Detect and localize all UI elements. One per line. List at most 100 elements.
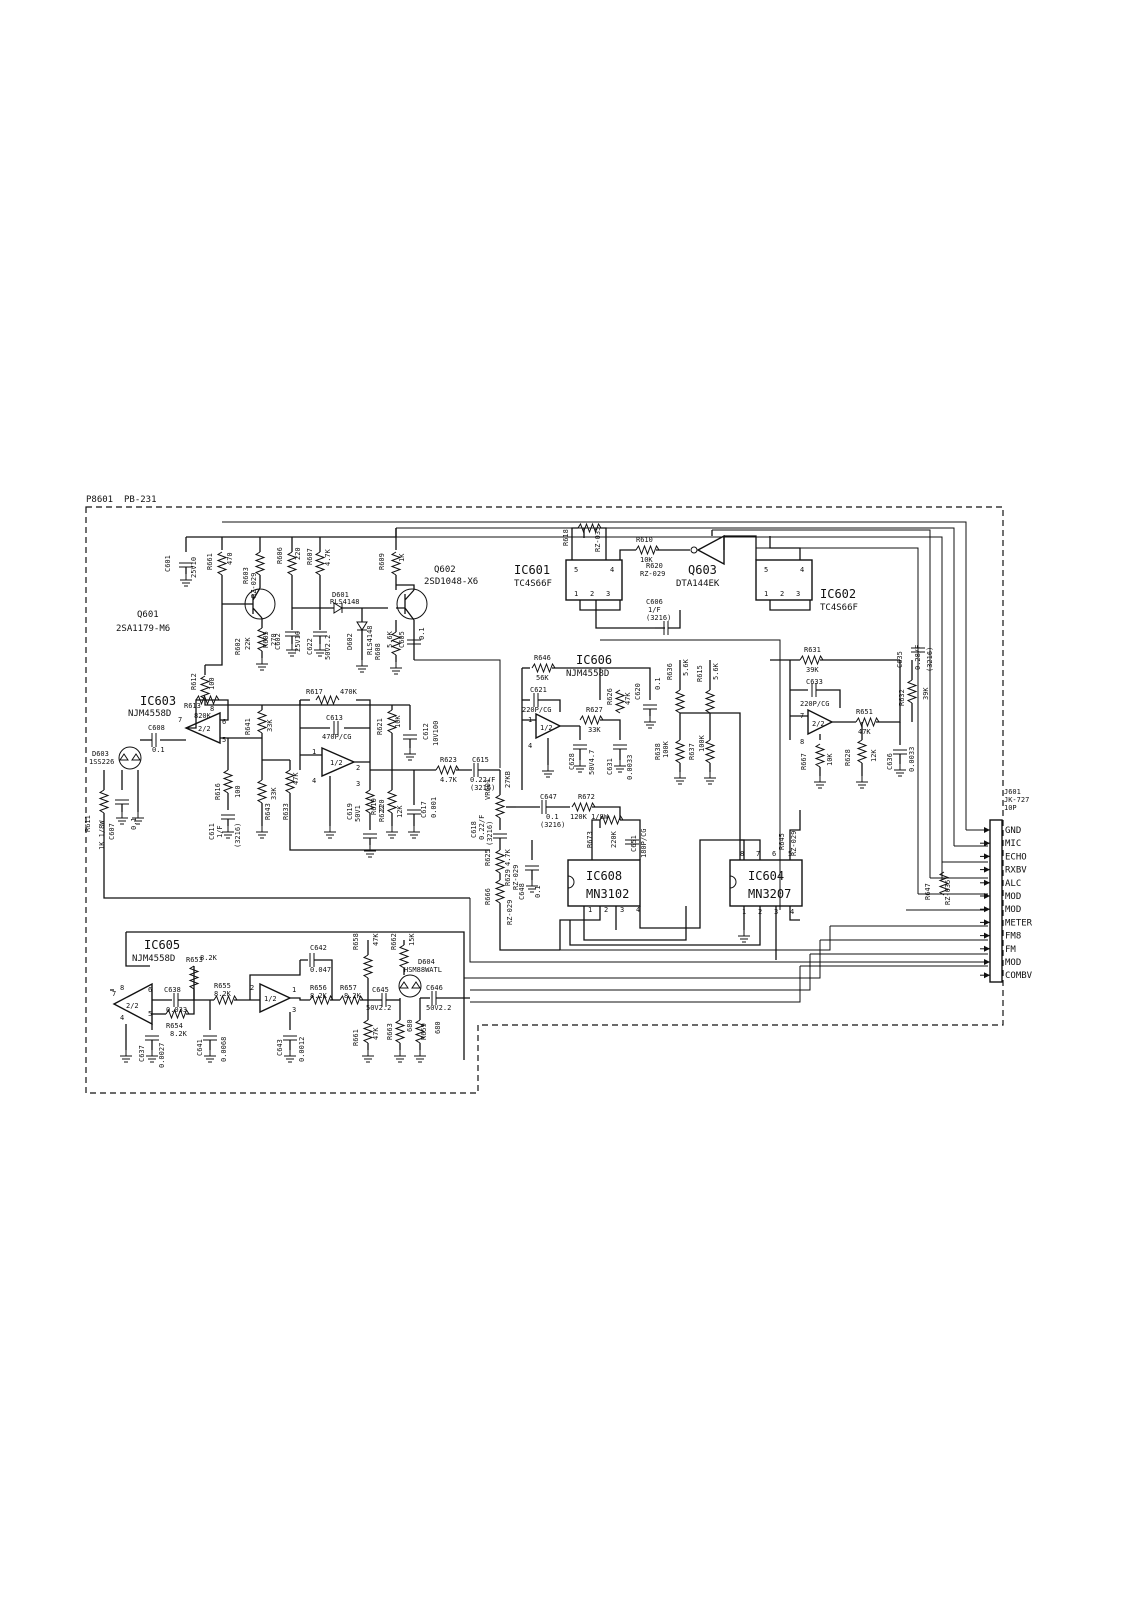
c612-val: 10V100 [432,721,440,746]
r618-val: RZ-035 [594,527,602,552]
pin-label: 4 [610,566,614,574]
c602-val: 25V10 [294,631,302,652]
q603-part: DTA144EK [676,579,720,589]
ic606b-unit: 1/2 [264,995,277,1003]
pin-label: 4 [790,908,794,916]
r656-val: 8.2K [310,992,328,1000]
c628-ref: C628 [568,753,576,770]
r631-val: 39K [806,666,819,674]
pin-label: 4 [120,1014,124,1022]
j601-pin-arrow [984,853,990,860]
r647-ref: R647 [924,883,932,900]
vr601-val: 27KB [504,771,512,788]
r611-val: 1K 1/8W [98,820,106,850]
r673-val: 220K [610,830,618,848]
r618-ref: R618 [562,529,570,546]
j601-part: JK-727 [1004,796,1029,804]
c611-pkg: (3216) [234,823,242,848]
c643-val: 0.0012 [298,1037,306,1062]
j601-pins: 10P [1004,804,1017,812]
ic606-ref: IC605 [144,938,180,952]
ic603-unit: 2/2 [198,725,211,733]
j601-pin-arrow [984,945,990,952]
pin-label: 8 [740,850,744,858]
c636-val: 0.0033 [908,747,916,772]
r627-ref: R627 [586,706,603,714]
c620-val: 0.1 [654,677,662,690]
r661b-ref: R661 [352,1029,360,1046]
c615-val: 0.22/F [470,776,495,784]
j601-pin-label: MIC [1005,839,1021,849]
r619-ref: R619 [370,798,378,815]
ic605b-block: R631 39K C633 220P/CG 2/2 7 8 R651 47K R… [770,645,934,789]
pin-label: 4 [636,906,640,914]
r662-val: 15K [408,933,416,946]
r666-val: RZ-029 [506,900,514,925]
r619-val: 220 [378,799,386,812]
c605-ref: C605 [398,631,406,648]
ic603-opamp [184,711,221,745]
r643-ref: R643 [264,803,272,820]
pin-label: 8 [800,738,804,746]
r653-val: 8.2K [200,954,218,962]
r667-ref: R667 [800,753,808,770]
r622-val: 12K [396,805,404,818]
r632-ref: R632 [898,689,906,706]
j601-pin-label: METER [1005,918,1033,928]
r654-val: 8.2K [170,1030,188,1038]
pin-label: 3 [606,590,610,598]
r611-ref: R611 [84,815,92,832]
r606-ref: R606 [276,547,284,564]
switch-block: R618 RZ-035 IC601 TC4S66F 5 4 1 2 3 R610… [514,523,858,636]
pin-label: 1 [588,906,592,914]
q602-part: 2SD1048-X6 [424,577,478,587]
pin-label: 5 [764,566,768,574]
ic603-part: NJM4558D [128,709,171,719]
c641-ref: C641 [196,1039,204,1056]
r621-ref: R621 [376,718,384,735]
pin-label: 4 [528,742,532,750]
r626-ref: R626 [606,688,614,705]
c647-pkg: (3216) [540,821,565,829]
pin-label: 2 [780,590,784,598]
r616-ref: R616 [214,783,222,800]
c631-val: 0.0033 [626,755,634,780]
r625-val: 4.7K [504,848,512,866]
pin-label: 2 [250,984,254,992]
c647-ref: C647 [540,793,557,801]
c608-ref: C608 [148,724,165,732]
r659-val: 680 [434,1021,442,1034]
j601-pin-arrow [984,932,990,939]
pin-label: 3 [620,906,624,914]
c643-ref: C643 [276,1039,284,1056]
q603-bubble [690,546,698,554]
ic603b-opamp [321,746,356,778]
c648-ref: C648 [518,883,526,900]
r629-val: RZ-029 [512,865,520,890]
pin-label: 3 [356,780,360,788]
pin-label: 1 [312,748,316,756]
r608-val: 5.6K [386,630,394,648]
r609-val: 1K [398,553,406,562]
pin-label: 4 [312,777,316,785]
c611-val: 1/F [216,825,224,838]
ic606-block: IC605 NJM4558D 2/2 7 8 6 5 4 C638 0.033 … [110,931,470,1068]
c617-val: 0.001 [430,797,438,818]
ic601-chip [565,559,623,601]
c635-ref: C635 [896,651,904,668]
r626-val: 47K [624,692,632,705]
r663-val: 680 [406,1019,414,1032]
d604-part: HSM88WATL [404,966,442,974]
d601-part: RLS4148 [330,598,360,606]
ic604-chip [729,859,803,907]
r612-ref: R612 [190,673,198,690]
r617-val: 470K [340,688,358,696]
r617-ref: R617 [306,688,323,696]
r637-val: 100K [698,734,706,752]
c613-val: 470P/CG [322,733,352,741]
j601-pin-arrow [984,879,990,886]
r654-ref: R654 [166,1022,183,1030]
d604-ref: D604 [418,958,435,966]
r620-val: RZ-029 [640,570,665,578]
ic608-ref: IC608 [586,869,622,883]
